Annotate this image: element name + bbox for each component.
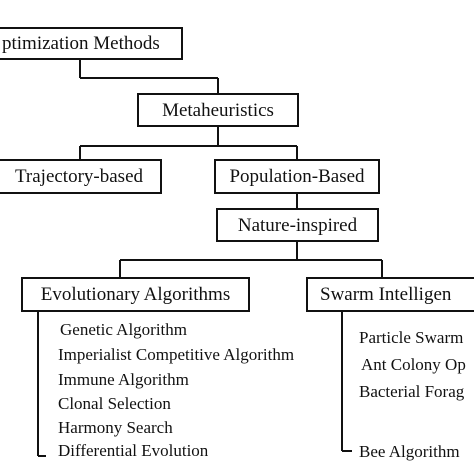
evolutionary-item: Clonal Selection bbox=[58, 394, 171, 413]
swarm-item: Ant Colony Op bbox=[361, 355, 466, 374]
node-nature-inspired-label: Nature-inspired bbox=[237, 214, 358, 236]
node-swarm-intelligence-label: Swarm Intelligen bbox=[320, 284, 452, 305]
swarm-item: Bee Algorithm bbox=[359, 442, 460, 461]
evolutionary-item: Immune Algorithm bbox=[58, 370, 189, 389]
node-population-based-label: Population-Based bbox=[229, 166, 365, 187]
node-optimization-methods: ptimization Methods bbox=[0, 27, 183, 60]
node-evolutionary-algorithms-label: Evolutionary Algorithms bbox=[40, 284, 231, 305]
evolutionary-item: Imperialist Competitive Algorithm bbox=[58, 345, 295, 364]
swarm-item: Particle Swarm bbox=[359, 328, 464, 347]
node-trajectory-based-label: Trajectory-based bbox=[14, 166, 144, 187]
evolutionary-item: Genetic Algorithm bbox=[60, 320, 188, 339]
swarm-item: Bacterial Forag bbox=[359, 382, 465, 401]
node-metaheuristics-label: Metaheuristics bbox=[162, 99, 274, 121]
node-trajectory-based: Trajectory-based bbox=[0, 159, 162, 194]
node-optimization-methods-label: ptimization Methods bbox=[2, 33, 160, 54]
node-evolutionary-algorithms: Evolutionary Algorithms bbox=[21, 277, 250, 312]
node-population-based: Population-Based bbox=[214, 159, 380, 194]
node-metaheuristics: Metaheuristics bbox=[137, 93, 299, 127]
evolutionary-item: Harmony Search bbox=[58, 418, 173, 437]
node-nature-inspired: Nature-inspired bbox=[216, 208, 379, 242]
node-swarm-intelligence: Swarm Intelligen bbox=[306, 277, 474, 312]
evolutionary-item: Differential Evolution bbox=[58, 441, 209, 460]
